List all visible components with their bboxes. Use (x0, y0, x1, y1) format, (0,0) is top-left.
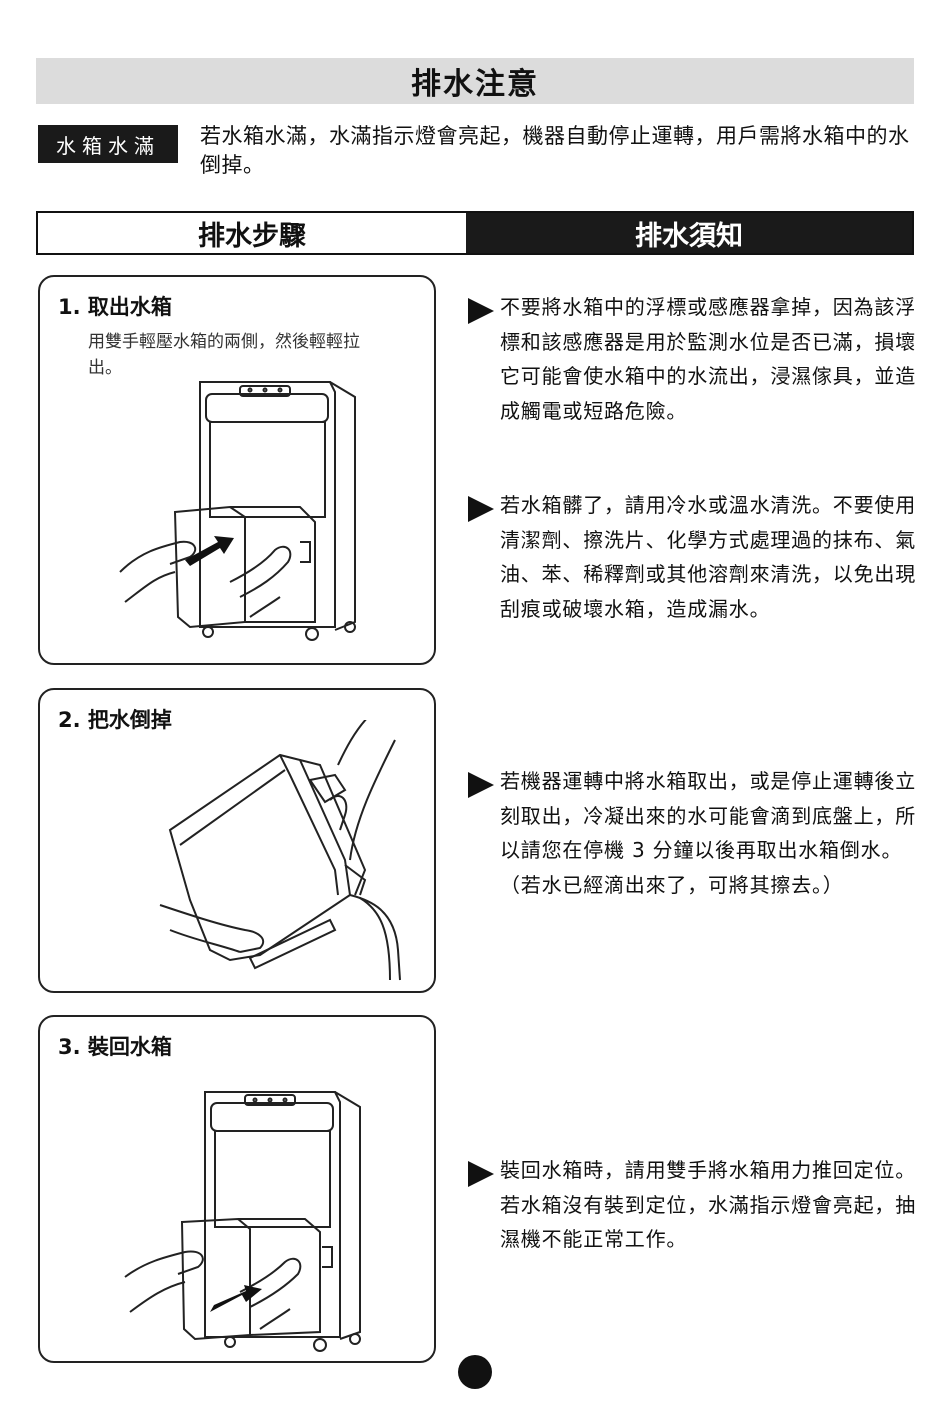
notes-header: 排水須知 (466, 213, 912, 253)
arrow-right-icon (468, 772, 494, 798)
note-1-text: 不要將水箱中的浮標或感應器拿掉，因為該浮標和該感應器是用於監測水位是否已滿，損壞… (500, 295, 916, 423)
pour-water-illustration (159, 720, 401, 981)
tank-full-label: 水箱水滿 (38, 125, 178, 163)
note-4-text: 裝回水箱時，請用雙手將水箱用力推回定位。若水箱沒有裝到定位，水滿指示燈會亮起，抽… (500, 1158, 916, 1251)
step-3-box: 3. 裝回水箱 (38, 1015, 436, 1363)
note-3: 若機器運轉中將水箱取出，或是停止運轉後立刻取出，冷凝出來的水可能會滴到底盤上，所… (468, 764, 918, 902)
page-title: 排水注意 (36, 58, 914, 104)
note-3-text: 若機器運轉中將水箱取出，或是停止運轉後立刻取出，冷凝出來的水可能會滴到底盤上，所… (500, 769, 916, 897)
step-1-title: 1. 取出水箱 (58, 295, 172, 319)
tank-full-description: 若水箱水滿，水滿指示燈會亮起，機器自動停止運轉，用戶需將水箱中的水倒掉。 (200, 124, 910, 177)
arrow-right-icon (468, 496, 494, 522)
note-2-text: 若水箱髒了，請用冷水或溫水清洗。不要使用清潔劑、擦洗片、化學方式處理過的抹布、氣… (500, 493, 916, 621)
step-1-description: 用雙手輕壓水箱的兩側，然後輕輕拉出。 (88, 332, 360, 378)
steps-header: 排水步驟 (38, 213, 466, 253)
arrow-right-icon (468, 1161, 494, 1187)
arrow-right-icon (468, 298, 494, 324)
section-header-row: 排水步驟 排水須知 (36, 211, 914, 255)
step-3-title: 3. 裝回水箱 (58, 1035, 172, 1059)
remove-tank-illustration (119, 381, 356, 641)
note-1: 不要將水箱中的浮標或感應器拿掉，因為該浮標和該感應器是用於監測水位是否已滿，損壞… (468, 290, 918, 428)
step-2-title: 2. 把水倒掉 (58, 708, 172, 732)
step-2-box: 2. 把水倒掉 (38, 688, 436, 993)
step-1-box: 1. 取出水箱 用雙手輕壓水箱的兩側，然後輕輕拉出。 (38, 275, 436, 665)
reinstall-tank-illustration (124, 1091, 361, 1352)
note-2: 若水箱髒了，請用冷水或溫水清洗。不要使用清潔劑、擦洗片、化學方式處理過的抹布、氣… (468, 488, 918, 626)
page-number-marker (458, 1355, 492, 1389)
note-4: 裝回水箱時，請用雙手將水箱用力推回定位。若水箱沒有裝到定位，水滿指示燈會亮起，抽… (468, 1153, 918, 1257)
